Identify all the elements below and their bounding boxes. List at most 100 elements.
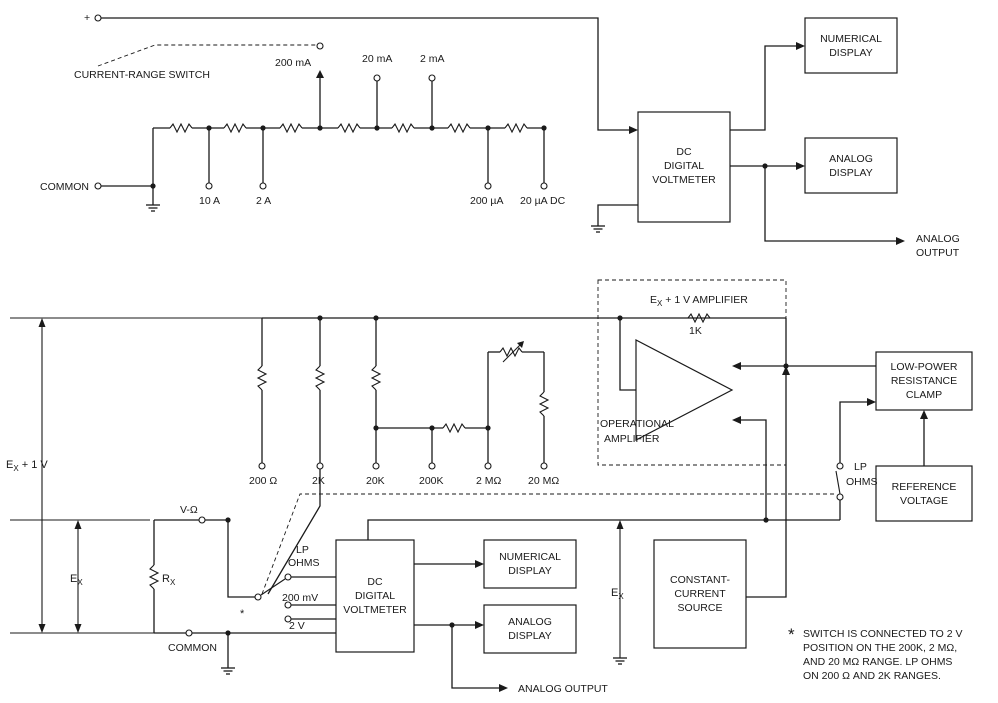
current-measurement-circuit: + C xyxy=(40,12,960,259)
arrow-head xyxy=(629,126,638,134)
common-label: COMMON xyxy=(40,181,89,193)
svg-text:DISPLAY: DISPLAY xyxy=(508,630,552,642)
svg-text:OUTPUT: OUTPUT xyxy=(916,247,960,259)
shunt-resistor-ladder xyxy=(153,122,544,134)
svg-text:200 mA: 200 mA xyxy=(275,57,311,69)
feedback-resistor-1k: 1K xyxy=(687,312,711,337)
svg-text:CURRENT: CURRENT xyxy=(674,588,726,600)
dc-digital-voltmeter-bottom xyxy=(335,539,415,653)
junction-dot xyxy=(150,183,156,189)
ex-plus-1v-amplifier-label: EX + 1 V AMPLIFIER xyxy=(650,294,748,308)
analog-output-label-bottom: ANALOG OUTPUT xyxy=(518,683,608,695)
tap-2a: 2 A xyxy=(256,125,271,207)
svg-text:DIGITAL: DIGITAL xyxy=(664,160,704,172)
analog-output-wire xyxy=(764,166,897,242)
svg-text:AMPLIFIER: AMPLIFIER xyxy=(604,433,660,445)
dvm-ground-wire xyxy=(597,204,638,226)
ex-mid-label: EX xyxy=(611,587,624,601)
op-amp-feedback-wire xyxy=(619,318,636,391)
analog-display-bottom xyxy=(483,604,577,654)
switch-contact-lp-ohms xyxy=(284,573,292,581)
svg-text:LP: LP xyxy=(854,461,867,473)
svg-text:20 MΩ: 20 MΩ xyxy=(528,475,559,487)
svg-text:DISPLAY: DISPLAY xyxy=(829,47,873,59)
svg-text:OHMS: OHMS xyxy=(288,557,320,569)
operational-amplifier xyxy=(635,339,734,441)
numerical-display-top xyxy=(804,17,898,74)
v-ohm-terminal xyxy=(198,516,206,524)
analog-output-wire-bottom xyxy=(451,625,500,689)
svg-text:ANALOG: ANALOG xyxy=(829,153,873,165)
common-terminal-bottom xyxy=(185,629,193,637)
current-range-switch-link xyxy=(97,44,316,67)
svg-text:2 V: 2 V xyxy=(289,620,305,632)
asterisk-mark: * xyxy=(240,608,245,620)
svg-text:200 Ω: 200 Ω xyxy=(249,475,277,487)
svg-text:ANALOG: ANALOG xyxy=(508,616,552,628)
rx-resistor xyxy=(148,564,160,590)
svg-text:RESISTANCE: RESISTANCE xyxy=(891,375,957,387)
svg-text:DC: DC xyxy=(367,576,383,588)
constant-current-source xyxy=(653,539,747,649)
common-terminal xyxy=(94,182,102,190)
common-label-bottom: COMMON xyxy=(168,642,217,654)
svg-text:DIGITAL: DIGITAL xyxy=(355,590,395,602)
svg-text:VOLTMETER: VOLTMETER xyxy=(652,174,716,186)
ex-plus-1v-label: EX + 1 V xyxy=(6,459,48,473)
svg-text:OHMS: OHMS xyxy=(846,476,878,488)
footnote: * SWITCH IS CONNECTED TO 2 V POSITION ON… xyxy=(788,625,962,682)
svg-text:20 mA: 20 mA xyxy=(362,53,392,65)
resistance-measurement-circuit: EX + 1 V EX EX 200 Ω xyxy=(6,279,973,695)
reference-voltage xyxy=(875,465,973,522)
range-20k: 20K xyxy=(366,315,385,487)
svg-text:OPERATIONAL: OPERATIONAL xyxy=(600,418,674,430)
current-source-output-wire xyxy=(746,374,787,598)
function-switch-pivot xyxy=(254,593,262,601)
range-2k: 2K xyxy=(312,315,326,487)
svg-text:CLAMP: CLAMP xyxy=(906,389,942,401)
ground-icon xyxy=(613,657,627,665)
svg-text:DISPLAY: DISPLAY xyxy=(829,167,873,179)
range-switch-wiper xyxy=(267,469,321,595)
range-200k-2m-20m-network: 200K 2 MΩ 20 MΩ xyxy=(376,341,559,487)
tap-200ma: 200 mA xyxy=(275,42,324,131)
ex-left-label: EX xyxy=(70,573,83,587)
svg-text:200K: 200K xyxy=(419,475,444,487)
svg-text:LOW-POWER: LOW-POWER xyxy=(891,361,958,373)
numerical-display-wire xyxy=(730,45,797,131)
svg-text:VOLTMETER: VOLTMETER xyxy=(343,604,407,616)
ground-icon xyxy=(146,204,160,212)
svg-text:200 µA: 200 µA xyxy=(470,195,504,207)
plus-label: + xyxy=(84,12,90,24)
svg-text:20 µA DC: 20 µA DC xyxy=(520,195,566,207)
svg-text:SOURCE: SOURCE xyxy=(678,602,723,614)
analog-display-top xyxy=(804,137,898,194)
svg-text:VOLTAGE: VOLTAGE xyxy=(900,495,948,507)
range-switch-link xyxy=(261,493,836,595)
svg-text:ON 200 Ω AND 2K RANGES.: ON 200 Ω AND 2K RANGES. xyxy=(803,670,941,682)
sense-wire-to-op-amp xyxy=(740,419,767,520)
svg-text:REFERENCE: REFERENCE xyxy=(892,481,957,493)
plus-terminal xyxy=(94,14,102,22)
svg-text:CONSTANT-: CONSTANT- xyxy=(670,574,730,586)
v-ohm-to-switch-wire xyxy=(227,520,255,598)
svg-text:200 mV: 200 mV xyxy=(282,592,318,604)
lp-ohms-right-wire xyxy=(839,401,868,463)
tap-20ma: 20 mA xyxy=(362,53,392,131)
svg-text:20K: 20K xyxy=(366,475,385,487)
svg-text:NUMERICAL: NUMERICAL xyxy=(820,33,882,45)
rx-label: RX xyxy=(162,573,176,587)
svg-text:2 MΩ: 2 MΩ xyxy=(476,475,502,487)
v-ohm-label: V-Ω xyxy=(180,504,198,516)
svg-text:NUMERICAL: NUMERICAL xyxy=(499,551,561,563)
ground-icon xyxy=(221,667,235,675)
svg-text:DC: DC xyxy=(676,146,692,158)
svg-text:POSITION ON THE 200K, 2 MΩ,: POSITION ON THE 200K, 2 MΩ, xyxy=(803,642,957,654)
footnote-star: * xyxy=(788,625,795,644)
svg-text:ANALOG: ANALOG xyxy=(916,233,960,245)
numerical-display-bottom xyxy=(483,539,577,589)
lp-ohms-contact-lower xyxy=(836,493,844,501)
svg-text:LP: LP xyxy=(296,544,309,556)
range-200-ohm: 200 Ω xyxy=(249,318,277,487)
